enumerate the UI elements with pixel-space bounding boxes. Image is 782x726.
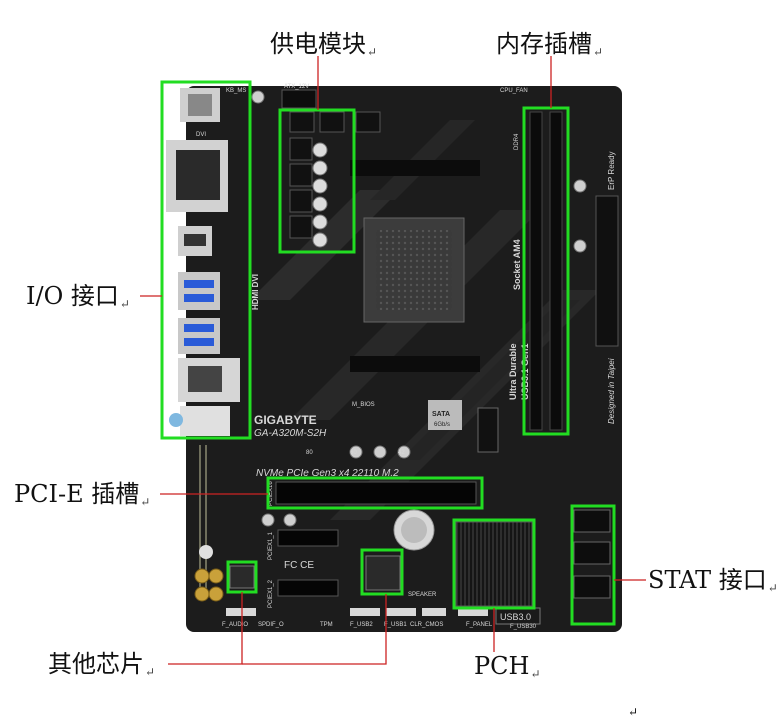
- board-clr-cmos: CLR_CMOS: [410, 622, 443, 628]
- board-sata-text: SATA: [432, 411, 450, 418]
- io-usb-port-1: [178, 272, 220, 310]
- board-brand: GIGABYTE: [254, 413, 317, 427]
- io-audio-port: [180, 406, 230, 436]
- label-memory-text: 内存插槽: [496, 30, 592, 58]
- label-pch: PCH↵: [474, 654, 541, 680]
- io-ps2-inner: [188, 94, 212, 116]
- label-io-interface: I/O 接口↵: [26, 284, 130, 310]
- io-lan-inner: [188, 366, 222, 392]
- dimm-slot-2: [549, 111, 563, 431]
- label-stat-text: STAT 接口: [648, 566, 767, 594]
- board-usb30: USB3.0: [500, 612, 531, 622]
- board-tpm: TPM: [320, 622, 333, 628]
- board-m2-42: 42: [398, 450, 405, 456]
- paragraph-mark: ↵: [767, 581, 778, 595]
- pcie-x16-slot: [275, 481, 477, 505]
- board-ddr4: DDR4: [514, 133, 520, 150]
- io-usb-inner-1: [184, 280, 214, 288]
- board-model: GA-A320M-S2H: [254, 428, 327, 439]
- board-erp: ErP Ready: [607, 151, 616, 190]
- io-usb-inner-3: [184, 324, 214, 332]
- board-kb-ms: KB_MS: [226, 88, 246, 94]
- io-audio-jack: [169, 413, 183, 427]
- label-power-text: 供电模块: [270, 30, 366, 58]
- board-f-panel: F_PANEL: [466, 622, 493, 628]
- board-f-usb2: F_USB2: [350, 622, 373, 628]
- m2-slot: [477, 407, 499, 453]
- audio-codec-chip: [229, 565, 255, 589]
- board-pciex16: PCIEX16: [268, 481, 274, 506]
- cmos-battery-inner: [401, 517, 427, 543]
- label-stat-interface: STAT 接口↵: [648, 568, 778, 594]
- paragraph-mark: ↵: [145, 665, 156, 679]
- board-durable: Ultra Durable: [508, 343, 518, 400]
- super-io-chip: [365, 555, 401, 591]
- pcie-x1-slot-1: [277, 529, 339, 547]
- io-dvi-inner: [176, 150, 220, 200]
- board-dvi: DVI: [196, 132, 206, 138]
- label-io-text: I/O 接口: [26, 282, 119, 310]
- atx12v-connector: [281, 89, 317, 109]
- board-pciex1-1: PCIEX1_1: [268, 531, 274, 560]
- paragraph-mark: ↵: [119, 297, 130, 311]
- board-f-usb30: F_USB30: [510, 624, 537, 630]
- io-usb-port-2: [178, 318, 220, 354]
- cpu-socket-pins: [376, 230, 452, 310]
- board-m-bios: M_BIOS: [352, 402, 375, 408]
- board-capacitors: [251, 90, 587, 527]
- cpu-retention-bottom: [350, 356, 480, 372]
- io-hdmi-inner: [184, 234, 206, 246]
- trailing-paragraph-mark: ↵: [628, 706, 638, 718]
- board-atx12v: ATX_12V: [284, 84, 309, 90]
- label-power-module: 供电模块↵: [270, 32, 377, 58]
- cpu-retention-top: [350, 160, 480, 176]
- atx24-connector: [595, 195, 619, 347]
- io-usb-inner-4: [184, 338, 214, 346]
- board-nvme: NVMe PCIe Gen3 x4 22110 M.2: [256, 468, 399, 479]
- board-speaker: SPEAKER: [408, 592, 437, 598]
- board-pciex1-2: PCIEX1_2: [268, 579, 274, 608]
- label-other-chips: 其他芯片↵: [48, 652, 155, 678]
- board-fc: FC CE: [284, 560, 314, 571]
- board-m2-80: 80: [306, 450, 313, 456]
- paragraph-mark: ↵: [628, 705, 639, 719]
- board-designed: Designed in Taipei: [607, 358, 616, 424]
- label-pcie-text: PCI-E 插槽: [14, 480, 140, 508]
- board-spdif: SPDIF_O: [258, 622, 284, 628]
- paragraph-mark: ↵: [530, 667, 541, 681]
- board-sata-gbs: 6Gb/s: [434, 422, 450, 428]
- label-memory-slot: 内存插槽↵: [496, 32, 603, 58]
- dimm-slot-1: [529, 111, 543, 431]
- label-pcie-slot: PCI-E 插槽↵: [14, 482, 150, 508]
- mount-hole: [199, 545, 213, 559]
- board-m2-60: 60: [350, 450, 357, 456]
- io-usb-inner-2: [184, 294, 214, 302]
- paragraph-mark: ↵: [367, 45, 378, 59]
- paragraph-mark: ↵: [593, 45, 604, 59]
- board-cpu-fan: CPU_FAN: [500, 88, 528, 94]
- board-f-audio: F_AUDIO: [222, 622, 248, 628]
- sata-ports: [573, 509, 611, 599]
- paragraph-mark: ↵: [140, 495, 151, 509]
- label-other-text: 其他芯片: [48, 650, 144, 678]
- board-f-usb1: F_USB1: [384, 622, 407, 628]
- board-hdmi-dvi: HDMI DVI: [251, 274, 260, 310]
- pcie-x1-slot-2: [277, 579, 339, 597]
- label-pch-text: PCH: [474, 652, 530, 680]
- pch-heatsink: [455, 521, 533, 607]
- sata-logo: [428, 400, 462, 430]
- board-usb31: USB3.1 Gen1: [520, 343, 530, 400]
- board-socket: Socket AM4: [512, 239, 522, 290]
